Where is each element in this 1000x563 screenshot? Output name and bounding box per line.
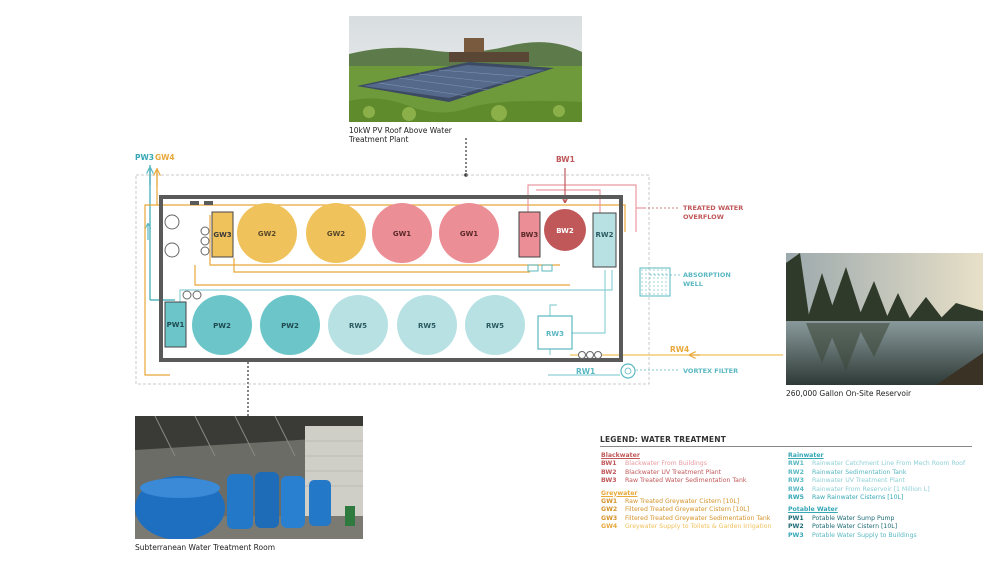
svg-text:OVERFLOW: OVERFLOW: [683, 213, 724, 221]
vortex-filter: [620, 363, 636, 379]
tank-gw1: GW1: [372, 203, 432, 263]
svg-text:GW2: GW2: [258, 230, 276, 238]
svg-text:RW5: RW5: [349, 322, 367, 330]
bw1-label: BW1: [556, 155, 575, 164]
gw4-label: GW4: [155, 153, 175, 162]
absorption-well: [639, 267, 671, 297]
pw3-label: PW3: [135, 153, 154, 162]
tank-rw2: RW2: [592, 212, 617, 268]
svg-text:GW1: GW1: [460, 230, 478, 238]
svg-text:RW5: RW5: [418, 322, 436, 330]
tank-gw3: GW3: [211, 211, 234, 258]
tank-rw3: RW3: [537, 315, 573, 350]
svg-text:PW1: PW1: [167, 321, 185, 329]
pv-roof-photo: [349, 16, 582, 122]
treatment-room-frame: [159, 195, 623, 362]
tank-label: GW3: [213, 231, 231, 239]
svg-text:GW2: GW2: [327, 230, 345, 238]
legend-title: LEGEND: WATER TREATMENT: [600, 435, 972, 448]
tank-bw3: BW3: [518, 211, 541, 258]
rw1-label: RW1: [576, 367, 595, 376]
svg-text:RW2: RW2: [596, 231, 614, 239]
treatment-room-photo: [135, 416, 363, 539]
rw4-label: RW4: [670, 345, 689, 354]
tank-rw5: RW5: [397, 295, 457, 355]
reservoir-photo: [786, 253, 983, 385]
tank-rw5: RW5: [465, 295, 525, 355]
tank-gw2: GW2: [306, 203, 366, 263]
pv-roof-caption: 10kW PV Roof Above Water Treatment Plant: [349, 126, 452, 144]
tank-pw1: PW1: [164, 301, 187, 348]
tank-pw2: PW2: [260, 295, 320, 355]
vortex-label: VORTEX FILTER: [683, 367, 738, 375]
legend-heading-potable: Potable Water: [788, 506, 838, 514]
tank-gw1: GW1: [439, 203, 499, 263]
legend-heading-rainwater: Rainwater: [788, 452, 824, 459]
svg-text:BW3: BW3: [521, 231, 539, 239]
tank-rw5: RW5: [328, 295, 388, 355]
svg-text:RW5: RW5: [486, 322, 504, 330]
overflow-label: TREATED WATER: [683, 204, 743, 212]
tank-gw2: GW2: [237, 203, 297, 263]
tank-bw2: BW2: [544, 209, 586, 251]
legend-heading-blackwater: Blackwater: [601, 452, 640, 459]
svg-text:GW1: GW1: [393, 230, 411, 238]
svg-text:RW3: RW3: [546, 330, 564, 338]
svg-text:WELL: WELL: [683, 280, 703, 288]
tank-pw2: PW2: [192, 295, 252, 355]
treatment-room-caption: Subterranean Water Treatment Room: [135, 543, 276, 552]
svg-text:PW2: PW2: [213, 322, 231, 330]
svg-text:BW2: BW2: [556, 227, 574, 235]
svg-text:PW2: PW2: [281, 322, 299, 330]
reservoir-caption: 260,000 Gallon On-Site Reservoir: [786, 389, 912, 398]
absorption-label: ABSORPTION: [683, 271, 731, 279]
legend-heading-greywater: Greywater: [601, 489, 638, 497]
